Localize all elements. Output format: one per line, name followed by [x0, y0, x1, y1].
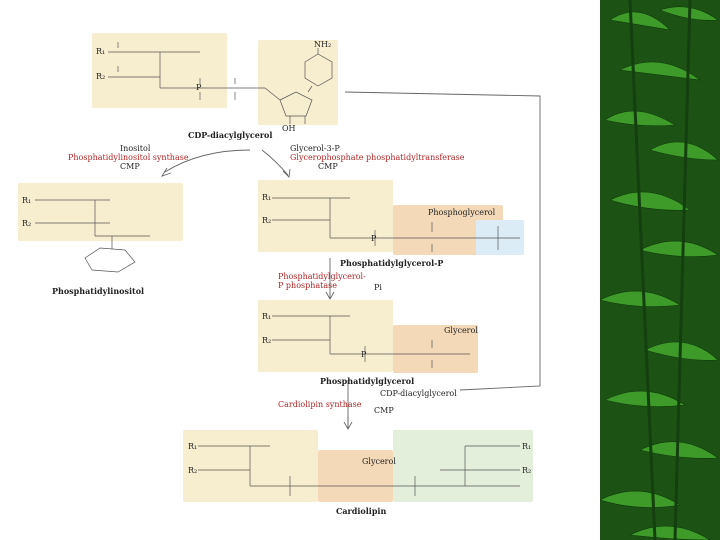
- atom-r2-pi: R₂: [22, 219, 32, 228]
- label-phosphatidylglycerol: Phosphatidylglycerol: [320, 376, 415, 386]
- reaction-arrows: [160, 91, 541, 430]
- cdp-diacylglycerol-structure: [108, 42, 333, 124]
- phosphatidylglycerol-structure: [272, 315, 470, 368]
- label-glycerol-2: Glycerol: [362, 457, 396, 466]
- box-glycerol-orange-2: [318, 450, 393, 502]
- label-phosphatidylglycerol-p: Phosphatidylglycerol-P: [340, 258, 444, 268]
- atom-p-top: P: [196, 83, 202, 92]
- label-cmp-left: CMP: [120, 162, 140, 171]
- box-phosphoglycerol-blue: [476, 220, 524, 255]
- atom-p-pgp: P: [371, 234, 377, 243]
- label-pi-synthase: Phosphatidylinositol synthase: [68, 153, 189, 162]
- cardiolipin-structure: [198, 445, 520, 496]
- label-cmp-right: CMP: [318, 162, 338, 171]
- atom-r2-top: R₂: [96, 72, 106, 81]
- label-gp-transferase: Glycerophosphate phosphatidyltransferase: [290, 153, 465, 162]
- bamboo-leaves-decoration: [600, 0, 720, 540]
- box-phosphatidylglycerol: [258, 300, 393, 372]
- label-cmp-bottom: CMP: [374, 406, 394, 415]
- label-cardiolipin: Cardiolipin: [336, 506, 387, 516]
- phosphatidylglycerol-p-structure: [272, 197, 520, 252]
- label-phosphatidylinositol: Phosphatidylinositol: [52, 286, 145, 296]
- atom-r3-cl: R₁: [522, 442, 532, 451]
- box-cardiolipin-left: [183, 430, 318, 502]
- atom-r2-cl: R₂: [188, 466, 198, 475]
- label-cdp-diacylglycerol: CDP-diacylglycerol: [188, 130, 273, 140]
- atom-r1-pg: R₁: [262, 312, 272, 321]
- label-glycerol-1: Glycerol: [444, 326, 478, 335]
- atom-r1-cl: R₁: [188, 442, 198, 451]
- atom-r1-pgp: R₁: [262, 193, 272, 202]
- atom-oh-ribose: OH: [282, 124, 296, 133]
- box-phosphatidylglycerol-p: [258, 180, 393, 252]
- label-pgp-phosphatase: Phosphatidylglycerol-P phosphatase: [278, 272, 366, 290]
- phosphatidylinositol-structure: [35, 199, 150, 273]
- atom-p-pg: P: [361, 350, 367, 359]
- label-inositol: Inositol: [120, 144, 151, 153]
- label-glycerol-3p: Glycerol-3-P: [290, 144, 340, 153]
- atom-r4-cl: R₂: [522, 466, 532, 475]
- box-cardiolipin-right: [393, 430, 533, 502]
- atom-r2-pg: R₂: [262, 336, 272, 345]
- label-cl-synthase: Cardiolipin synthase: [278, 400, 362, 409]
- label-phosphoglycerol: Phosphoglycerol: [428, 208, 496, 217]
- box-phosphatidylinositol: [18, 183, 183, 241]
- label-cdp-diacylglycerol-in: CDP-diacylglycerol: [380, 389, 457, 398]
- atom-r1-top: R₁: [96, 47, 106, 56]
- box-glycerol-orange-1: [393, 325, 478, 373]
- box-cdp-diacylglycerol: [92, 33, 227, 108]
- atom-r1-pi: R₁: [22, 196, 32, 205]
- label-pi: Pi: [374, 283, 382, 292]
- atom-r2-pgp: R₂: [262, 216, 272, 225]
- pathway-diagram: [35, 42, 541, 496]
- atom-nh2: NH₂: [314, 40, 332, 49]
